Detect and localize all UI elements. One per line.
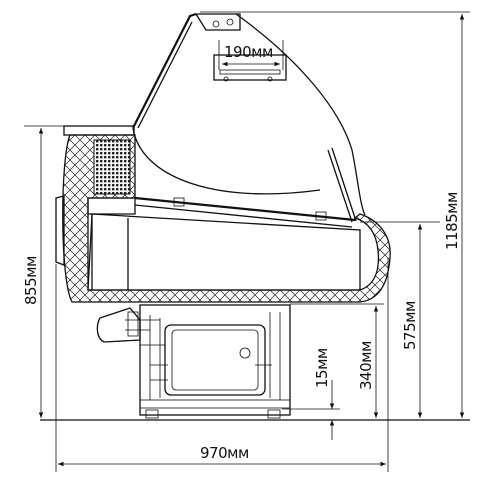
lamp-fitting [212,18,287,82]
label-575: 575мм [401,301,419,350]
showcase-outline [55,12,391,303]
label-15: 15мм [313,348,331,388]
dimension-340: 340мм [290,303,384,418]
dimension-1185: 1185мм [200,11,470,418]
dimension-15: 15мм [282,348,340,440]
dimension-855: 855мм [22,125,64,418]
label-340: 340мм [357,341,375,390]
dimension-190: 190мм [218,40,284,70]
label-970: 970мм [200,444,249,462]
refrigeration-unit [96,304,291,419]
label-855: 855мм [22,256,40,305]
label-1185: 1185мм [443,192,461,250]
dimension-970: 970мм [55,258,389,472]
label-190: 190мм [224,43,273,61]
dimension-575: 575мм [360,221,440,418]
